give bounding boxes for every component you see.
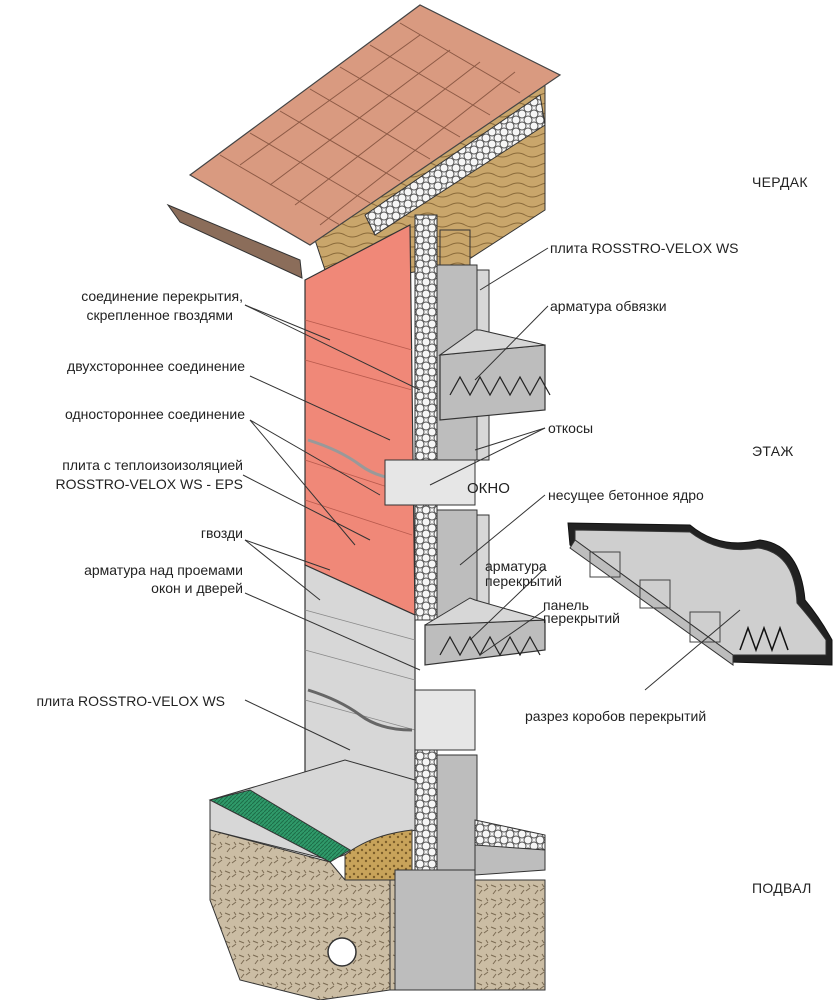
label-eps-plate-1: плита с теплоизоизоляцией	[62, 457, 243, 473]
level-basement-label: ПОДВАЛ	[752, 880, 812, 896]
label-plate-ws-bottom: плита ROSSTRO-VELOX WS	[36, 693, 225, 709]
label-reveals: откосы	[548, 420, 594, 436]
label-slab-panel-2: перекрытий	[543, 610, 620, 626]
label-slab-box-section: разрез коробов перекрытий	[525, 708, 707, 724]
label-slab-panel-1: панель	[543, 597, 589, 613]
label-opening-rebar-2: окон и дверей	[151, 580, 243, 596]
level-floor-label: ЭТАЖ	[752, 443, 794, 459]
label-concrete-core: несущее бетонное ядро	[548, 487, 704, 503]
ground	[208, 759, 546, 1000]
label-slab-rebar-2: перекрытий	[485, 573, 562, 589]
level-attic-label: ЧЕРДАК	[752, 174, 808, 190]
floor-slab-lower	[474, 819, 546, 876]
label-eps-plate-2: ROSSTRO-VELOX WS - EPS	[55, 476, 243, 492]
label-opening-rebar-1: арматура над проемами	[84, 562, 243, 578]
floor-slab-upper	[438, 329, 551, 421]
label-slab-joint-1: соединение перекрытия,	[81, 288, 243, 304]
leader-lines	[242, 247, 741, 751]
eps-wall-plate	[304, 224, 416, 616]
label-slab-rebar-1: арматура	[485, 558, 547, 574]
label-slab-joint-2: скрепленное гвоздями	[86, 307, 233, 323]
label-nails: гвозди	[200, 525, 243, 541]
label-window: ОКНО	[467, 480, 510, 497]
label-tie-rebar: арматура обвязки	[550, 298, 667, 314]
label-single-joint: одностороннее соединение	[65, 406, 245, 422]
label-plate-ws-top: плита ROSSTRO-VELOX WS	[550, 240, 739, 256]
label-double-joint: двухстороннее соединение	[67, 358, 245, 374]
slab-box-section	[567, 522, 833, 666]
roof	[166, 4, 562, 286]
